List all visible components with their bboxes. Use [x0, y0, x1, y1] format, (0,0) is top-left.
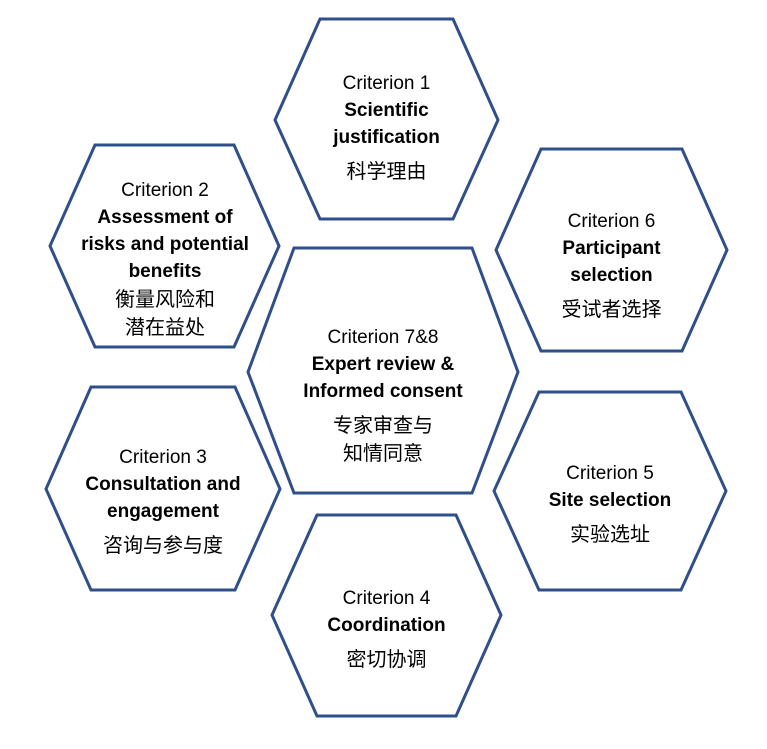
criterion-4-title: Coordination: [327, 612, 445, 639]
criterion-1-label: Criterion 1: [342, 73, 431, 94]
criterion-3-chinese: 咨询与参与度: [103, 531, 223, 559]
criterion-3-text: Criterion 3 Consultation and engagement …: [55, 444, 271, 559]
criterion-1-title-line: Scientific: [344, 100, 429, 121]
hexagon-criterion-1: [273, 17, 500, 221]
criterion-7-8-title-line: Expert review &: [311, 354, 455, 375]
criterion-7-8-title-line: Informed consent: [303, 381, 463, 402]
criterion-3-title: Consultation and engagement: [85, 471, 240, 525]
criterion-7-8-chinese: 专家审查与 知情同意: [333, 411, 433, 467]
criterion-6-text: Criterion 6 Participant selection 受试者选择: [511, 208, 712, 323]
criterion-6-label: Criterion 6: [567, 211, 656, 232]
criterion-5-chinese-line: 实验选址: [570, 522, 650, 546]
criterion-5-title-line: Site selection: [548, 490, 672, 511]
criterion-5-text: Criterion 5 Site selection 实验选址: [509, 460, 711, 548]
hexagon-criterion-6: [494, 147, 729, 353]
criterion-4-label: Criterion 4: [342, 588, 431, 609]
criterion-2-title: Assessment of risks and potential benefi…: [81, 204, 249, 285]
criterion-7-8-chinese-line: 专家审查与: [333, 413, 433, 437]
criterion-2-chinese: 衡量风险和 潜在益处: [115, 285, 215, 341]
criterion-6-chinese: 受试者选择: [562, 295, 662, 323]
criterion-2-title-line: Assessment of: [97, 207, 233, 228]
criterion-3-title-line: engagement: [107, 501, 219, 522]
criterion-4-chinese-line: 密切协调: [346, 647, 427, 671]
hexagon-criterion-5: [492, 390, 728, 592]
criterion-5-chinese: 实验选址: [570, 520, 650, 548]
criterion-6-title-line: selection: [570, 265, 653, 286]
criterion-3-label: Criterion 3: [119, 447, 207, 468]
criterion-1-title-line: justification: [333, 127, 440, 148]
criterion-4-title-line: Coordination: [327, 615, 446, 636]
criterion-2-chinese-line: 衡量风险和: [115, 287, 215, 311]
hexagon-criterion-3: [44, 385, 282, 592]
criterion-1-title: Scientific justification: [333, 97, 440, 151]
criterion-2-chinese-line: 潜在益处: [125, 315, 205, 339]
criterion-6-title: Participant selection: [562, 235, 660, 289]
criterion-4-chinese: 密切协调: [347, 645, 427, 673]
criterion-1-text: Criterion 1 Scientific justification 科学理…: [290, 70, 483, 185]
criterion-7-8-chinese-line: 知情同意: [343, 441, 423, 465]
criterion-2-title-line: risks and potential: [81, 234, 249, 255]
criterion-1-chinese: 科学理由: [347, 157, 427, 185]
criterion-5-label: Criterion 5: [566, 463, 654, 484]
criterion-1-chinese-line: 科学理由: [346, 159, 427, 183]
hexagon-criterion-2: [48, 143, 281, 349]
criterion-7-8-title: Expert review & Informed consent: [303, 351, 462, 405]
criterion-5-title: Site selection: [549, 487, 672, 514]
criterion-3-chinese-line: 咨询与参与度: [103, 533, 223, 557]
criterion-7-8-label: Criterion 7&8: [327, 327, 439, 348]
criterion-3-title-line: Consultation and: [85, 474, 241, 495]
criterion-7-8-text: Criterion 7&8 Expert review & Informed c…: [263, 324, 503, 467]
hexagon-criterion-7-8: [246, 246, 520, 495]
criterion-2-label: Criterion 2: [121, 180, 209, 201]
criterion-6-chinese-line: 受试者选择: [561, 297, 662, 321]
criterion-6-title-line: Participant: [562, 238, 661, 259]
hexagon-criterion-4: [270, 513, 503, 718]
criterion-2-text: Criterion 2 Assessment of risks and pote…: [55, 177, 275, 341]
criterion-4-text: Criterion 4 Coordination 密切协调: [287, 585, 486, 673]
criterion-2-title-line: benefits: [128, 261, 202, 282]
